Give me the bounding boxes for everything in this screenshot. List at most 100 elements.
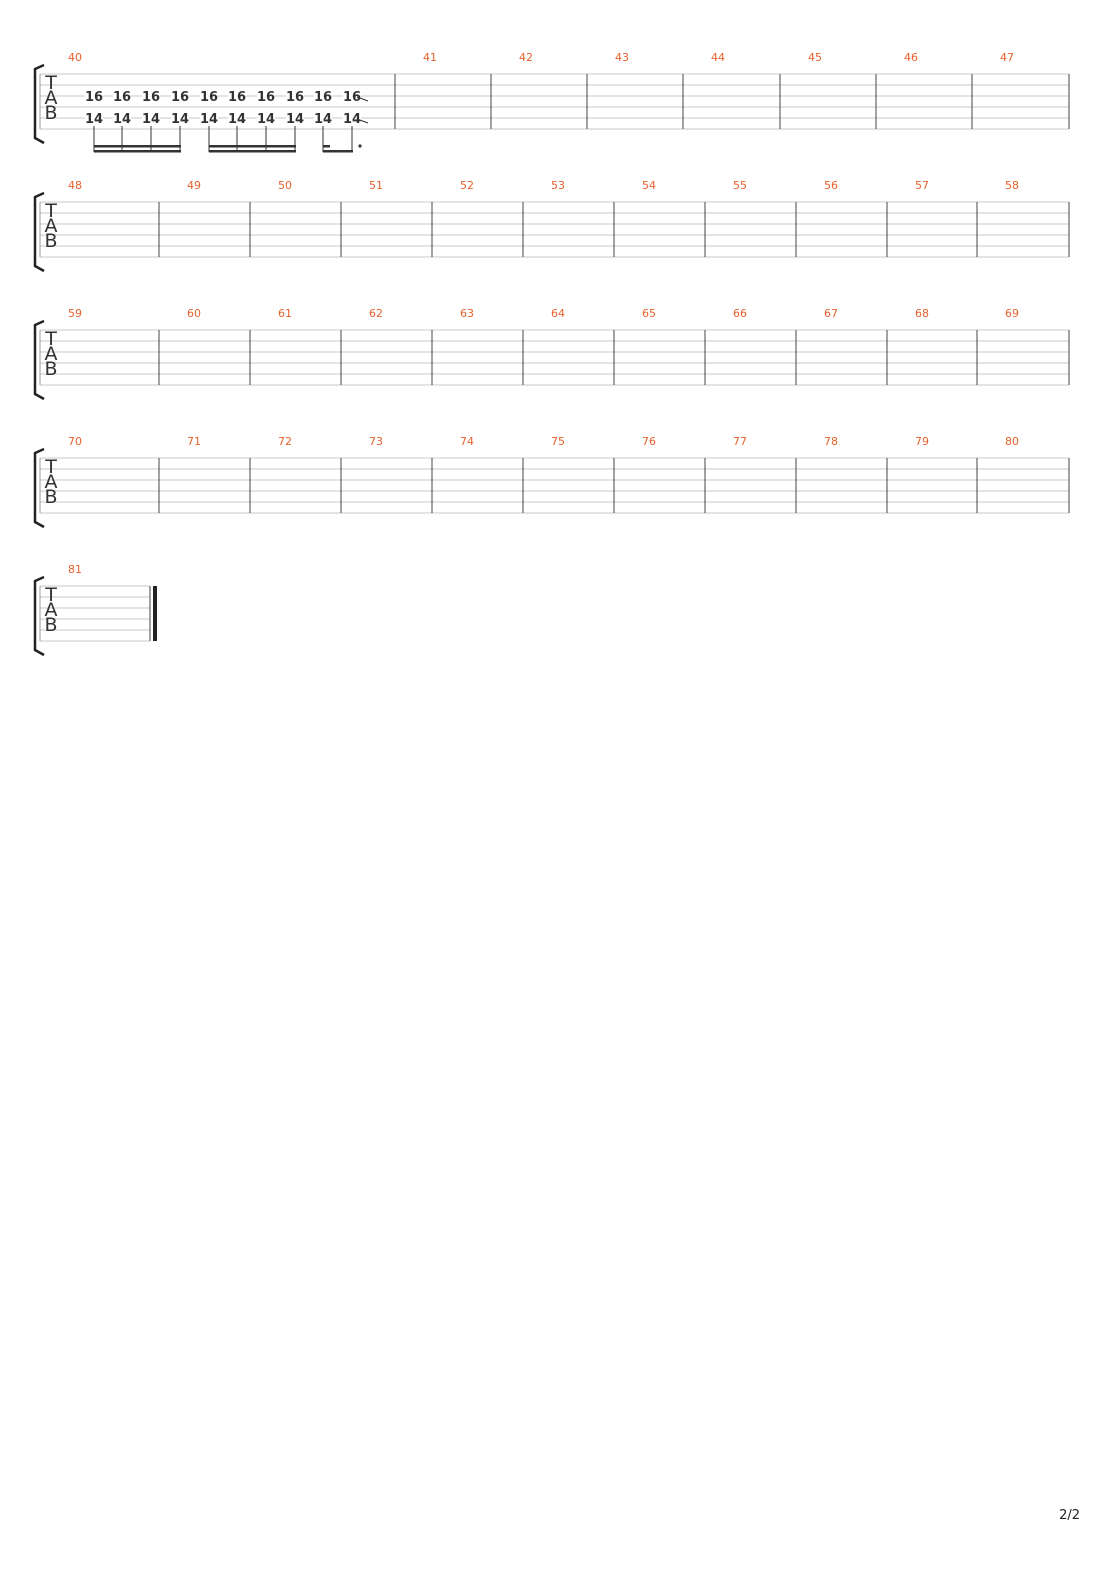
fret-mask — [228, 89, 246, 103]
fret-number: 14 — [85, 112, 103, 127]
fret-mask — [314, 111, 332, 125]
fret-mask — [343, 111, 361, 125]
measure-number: 77 — [733, 435, 747, 448]
measure-number: 78 — [824, 435, 838, 448]
fret-number: 16 — [228, 90, 246, 105]
measure-number: 79 — [915, 435, 929, 448]
tab-clef-letter: T — [44, 328, 57, 350]
fret-mask — [85, 111, 103, 125]
fret-number: 16 — [113, 90, 131, 105]
measure-number: 70 — [68, 435, 82, 448]
fret-mask — [343, 89, 361, 103]
measure-number: 61 — [278, 307, 292, 320]
fret-mask — [257, 111, 275, 125]
measure-number: 69 — [1005, 307, 1019, 320]
fret-number: 16 — [343, 90, 361, 105]
measure-number: 73 — [369, 435, 383, 448]
measure-number: 57 — [915, 179, 929, 192]
measure-number: 52 — [460, 179, 474, 192]
measure-number: 68 — [915, 307, 929, 320]
fret-number: 14 — [257, 112, 275, 127]
measure-number: 80 — [1005, 435, 1019, 448]
fret-mask — [200, 89, 218, 103]
fret-number: 14 — [314, 112, 332, 127]
system-bracket — [33, 447, 45, 529]
fret-number: 16 — [85, 90, 103, 105]
tab-clef-letter: T — [44, 456, 57, 478]
tab-clef-letter: B — [44, 614, 57, 636]
fret-number: 14 — [113, 112, 131, 127]
measure-number: 58 — [1005, 179, 1019, 192]
tab-clef-letter: B — [44, 230, 57, 252]
fret-mask — [200, 111, 218, 125]
beam — [94, 150, 181, 153]
measure-number: 44 — [711, 51, 725, 64]
measure-number: 43 — [615, 51, 629, 64]
beam — [323, 150, 353, 153]
measure-number: 67 — [824, 307, 838, 320]
beam — [209, 145, 296, 148]
tab-clef-letter: B — [44, 486, 57, 508]
fret-number: 16 — [200, 90, 218, 105]
system-bracket — [33, 191, 45, 273]
measure-number: 41 — [423, 51, 437, 64]
tab-clef-letter: A — [45, 343, 58, 365]
beam — [209, 150, 296, 153]
tab-clef-letter: T — [44, 200, 57, 222]
measure-number: 45 — [808, 51, 822, 64]
fret-mask — [286, 89, 304, 103]
tab-clef-letter: A — [45, 215, 58, 237]
fret-number: 14 — [228, 112, 246, 127]
augmentation-dot — [358, 144, 362, 148]
fret-mask — [113, 89, 131, 103]
measure-number: 47 — [1000, 51, 1014, 64]
fret-number: 14 — [142, 112, 160, 127]
fret-mask — [286, 111, 304, 125]
measure-number: 63 — [460, 307, 474, 320]
fret-number: 16 — [171, 90, 189, 105]
slide-out — [356, 96, 369, 102]
fret-mask — [142, 89, 160, 103]
measure-number: 59 — [68, 307, 82, 320]
beam-partial — [323, 145, 330, 148]
beam — [94, 145, 181, 148]
measure-number: 81 — [68, 563, 82, 576]
measure-number: 64 — [551, 307, 565, 320]
fret-number: 14 — [171, 112, 189, 127]
measure-number: 56 — [824, 179, 838, 192]
slide-out — [356, 118, 369, 124]
measure-number: 66 — [733, 307, 747, 320]
measure-number: 60 — [187, 307, 201, 320]
measure-number: 71 — [187, 435, 201, 448]
fret-number: 16 — [286, 90, 304, 105]
fret-number: 14 — [200, 112, 218, 127]
measure-number: 72 — [278, 435, 292, 448]
fret-number: 14 — [286, 112, 304, 127]
measure-number: 49 — [187, 179, 201, 192]
system-bracket — [33, 63, 45, 145]
tab-clef-letter: A — [45, 87, 58, 109]
tab-clef-letter: T — [44, 584, 57, 606]
measure-number: 51 — [369, 179, 383, 192]
measure-number: 42 — [519, 51, 533, 64]
measure-number: 75 — [551, 435, 565, 448]
tab-clef-letter: T — [44, 72, 57, 94]
fret-number: 16 — [314, 90, 332, 105]
fret-mask — [314, 89, 332, 103]
final-bar-line — [153, 586, 157, 641]
fret-number: 14 — [343, 112, 361, 127]
tab-clef-letter: A — [45, 471, 58, 493]
fret-mask — [171, 111, 189, 125]
page-number: 2/2 — [1059, 1508, 1080, 1523]
fret-mask — [113, 111, 131, 125]
measure-number: 48 — [68, 179, 82, 192]
measure-number: 54 — [642, 179, 656, 192]
measure-number: 65 — [642, 307, 656, 320]
fret-mask — [142, 111, 160, 125]
tab-clef-letter: B — [44, 102, 57, 124]
measure-number: 40 — [68, 51, 82, 64]
fret-mask — [228, 111, 246, 125]
tab-clef-letter: A — [45, 599, 58, 621]
measure-number: 55 — [733, 179, 747, 192]
